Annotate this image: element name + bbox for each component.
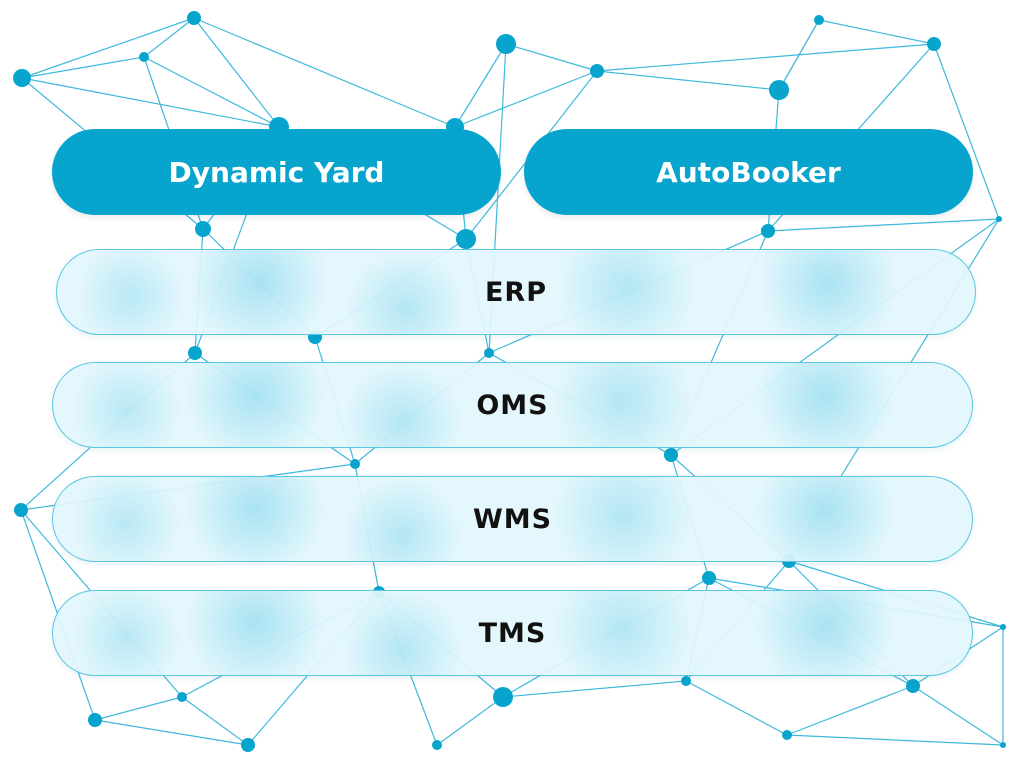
network-node — [1000, 624, 1006, 630]
network-link — [143, 17, 195, 58]
autobooker-label: AutoBooker — [656, 155, 841, 189]
erp-label: ERP — [484, 276, 548, 308]
network-link — [21, 56, 145, 79]
tms-label: TMS — [478, 617, 547, 649]
oms-label: OMS — [476, 389, 549, 421]
network-node — [496, 34, 516, 54]
network-link — [818, 19, 935, 45]
network-node — [241, 738, 255, 752]
network-node — [927, 37, 941, 51]
wms-layer: WMS — [52, 476, 973, 562]
network-node — [484, 348, 494, 358]
network-link — [21, 77, 280, 128]
network-node — [906, 679, 920, 693]
network-node — [782, 730, 792, 740]
network-node — [14, 503, 28, 517]
network-link — [786, 734, 1004, 746]
network-link — [436, 696, 504, 746]
network-link — [685, 680, 788, 736]
network-node — [664, 448, 678, 462]
network-link — [933, 43, 1000, 220]
network-node — [761, 224, 775, 238]
autobooker-module: AutoBooker — [524, 129, 973, 215]
network-link — [502, 680, 687, 698]
network-link — [21, 17, 195, 79]
dynamic-yard-module: Dynamic Yard — [52, 129, 501, 215]
network-node — [195, 221, 211, 237]
network-node — [681, 676, 691, 686]
network-node — [177, 692, 187, 702]
network-node — [769, 80, 789, 100]
network-link — [94, 696, 183, 721]
network-node — [139, 52, 149, 62]
network-node — [188, 346, 202, 360]
erp-layer: ERP — [56, 249, 976, 335]
network-node — [187, 11, 201, 25]
network-link — [454, 70, 598, 128]
network-link — [193, 17, 280, 128]
network-link — [596, 43, 935, 72]
network-node — [1000, 742, 1006, 748]
network-node — [13, 69, 31, 87]
network-node — [702, 571, 716, 585]
network-node — [456, 229, 476, 249]
network-link — [143, 56, 280, 128]
network-node — [590, 64, 604, 78]
network-node — [88, 713, 102, 727]
network-link — [767, 218, 1000, 232]
network-node — [996, 216, 1002, 222]
network-link — [193, 17, 456, 128]
network-node — [814, 15, 824, 25]
network-node — [432, 740, 442, 750]
network-link — [778, 19, 820, 91]
tms-layer: TMS — [52, 590, 973, 676]
network-link — [94, 719, 249, 746]
network-link — [786, 685, 914, 736]
wms-label: WMS — [472, 503, 553, 535]
network-link — [912, 685, 1004, 746]
oms-layer: OMS — [52, 362, 973, 448]
network-link — [454, 43, 507, 128]
network-link — [596, 70, 780, 91]
network-node — [350, 459, 360, 469]
dynamic-yard-label: Dynamic Yard — [168, 155, 385, 189]
network-link — [505, 43, 598, 72]
network-link — [181, 696, 249, 746]
network-node — [493, 687, 513, 707]
